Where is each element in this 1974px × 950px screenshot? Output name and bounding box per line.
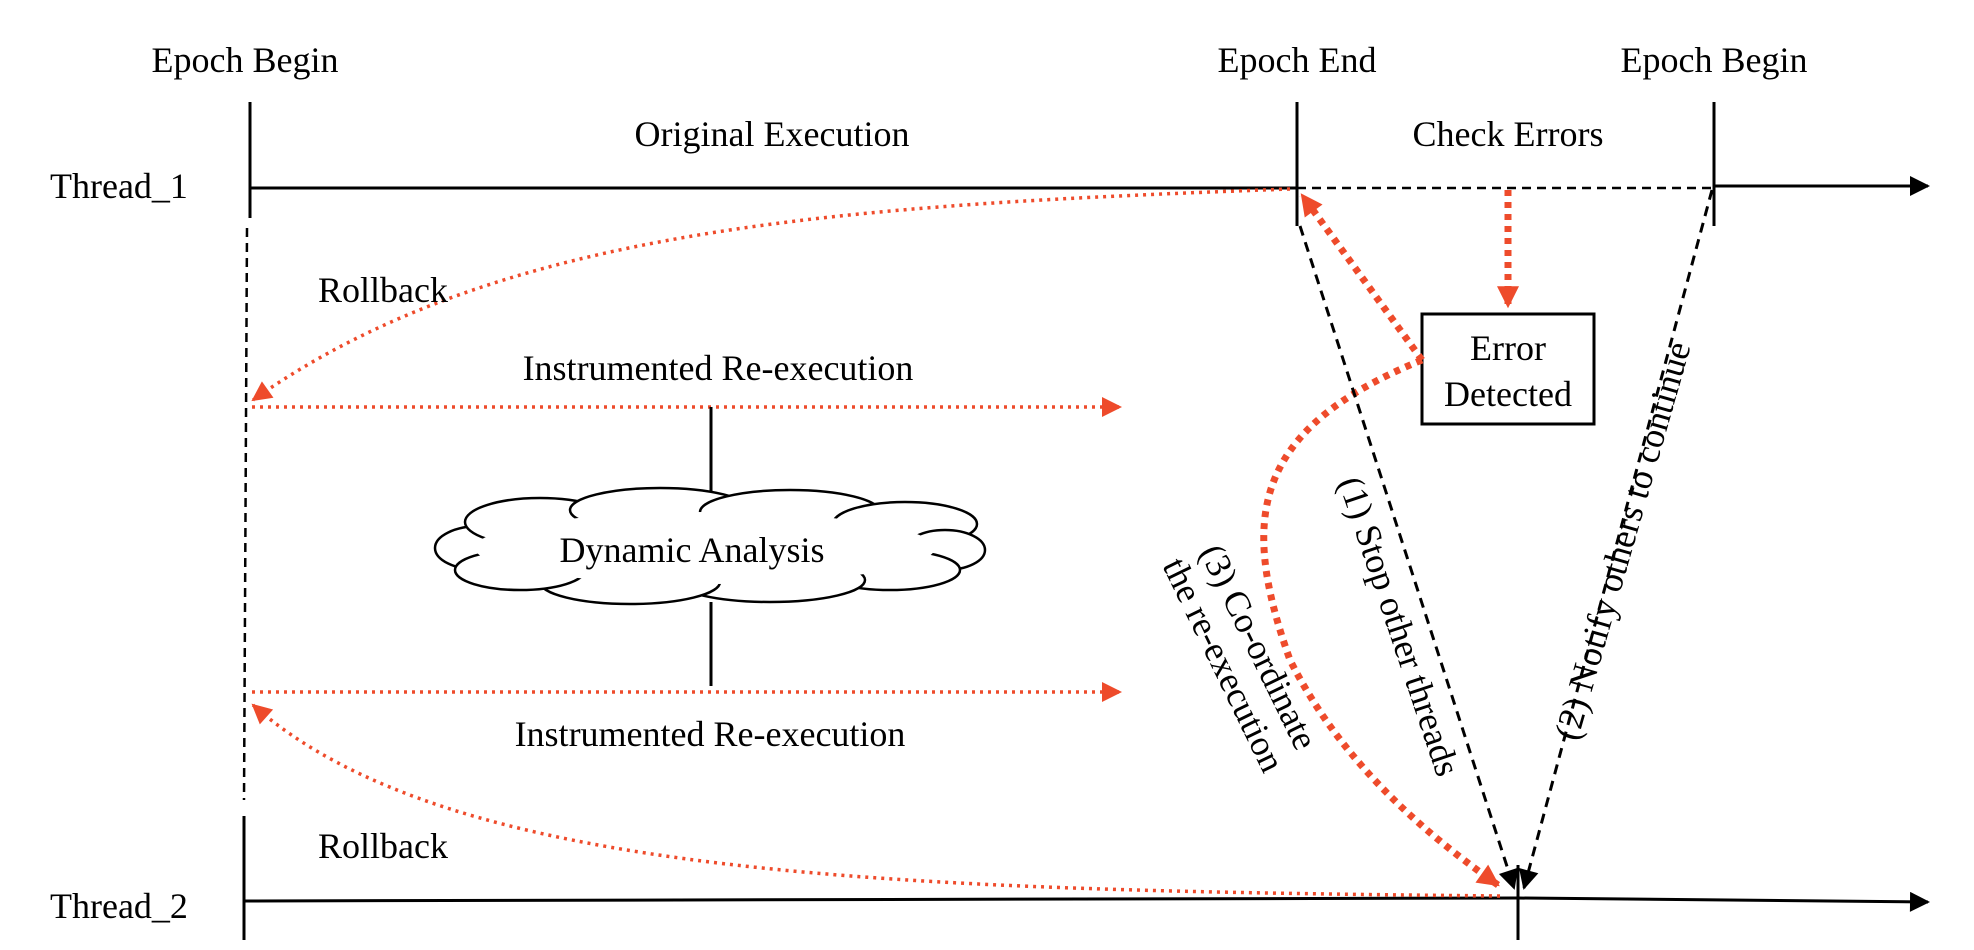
rollback-label-bottom: Rollback <box>318 826 448 866</box>
rollback-arrow-top <box>251 187 1291 402</box>
instrumented-reexecution-label-top: Instrumented Re-execution <box>523 348 914 388</box>
error-detected-line1: Error <box>1470 328 1546 368</box>
thread-2-continue-arrow <box>1517 891 1930 912</box>
error-detected-box <box>1420 312 1596 426</box>
check-errors-label: Check Errors <box>1413 114 1604 154</box>
thread-2-label: Thread_2 <box>50 886 188 926</box>
dynamic-analysis-label: Dynamic Analysis <box>560 530 825 570</box>
epoch-begin-left-label: Epoch Begin <box>152 40 339 80</box>
epoch-begin-right-label: Epoch Begin <box>1621 40 1808 80</box>
epoch-end-label: Epoch End <box>1218 40 1377 80</box>
rollback-arrow-bottom <box>251 703 1501 898</box>
rollback-label-top: Rollback <box>318 270 448 310</box>
thread-1-label: Thread_1 <box>50 166 188 206</box>
notify-others-arrow <box>1519 189 1714 890</box>
error-detected-line2: Detected <box>1444 374 1572 414</box>
original-execution-label: Original Execution <box>635 114 910 154</box>
instrumented-reexecution-label-bottom: Instrumented Re-execution <box>515 714 906 754</box>
error-to-epoch-end-arrow <box>1299 192 1425 363</box>
thread-2-line <box>243 896 1519 903</box>
stop-other-threads-label: (1) Stop other threads <box>1331 471 1468 780</box>
dynamic-analysis-cloud <box>433 486 987 606</box>
rollback-dashed-vertical <box>242 227 249 801</box>
stop-other-threads-arrow <box>1298 225 1518 890</box>
coordinate-reexecution-arrow <box>1260 356 1501 888</box>
